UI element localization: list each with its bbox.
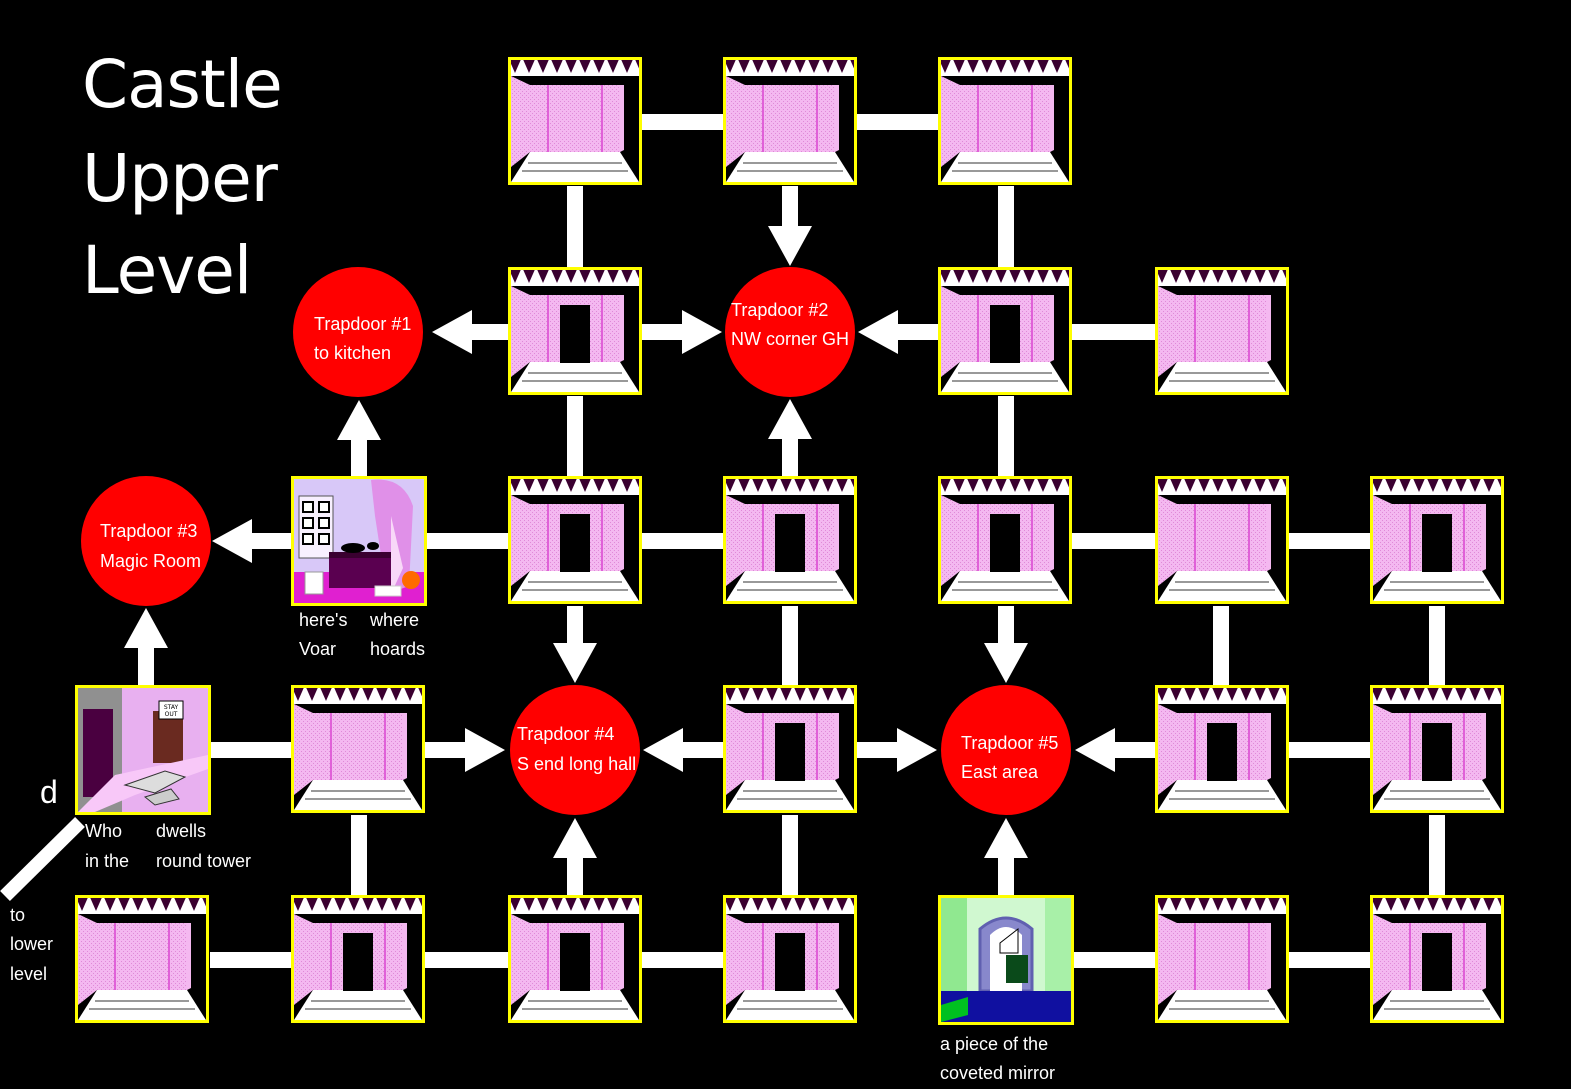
hallway-room	[722, 56, 858, 186]
connector-arrow	[553, 818, 597, 897]
trapdoor-2-line1: Trapdoor #2	[731, 300, 829, 320]
title-line-3: Level	[82, 232, 252, 309]
connector-arrow	[212, 519, 292, 563]
title-line-1: Castle	[82, 46, 283, 123]
hallway-room	[723, 685, 857, 813]
trapdoor-3-line2: Magic Room	[100, 551, 202, 571]
hallway-room	[508, 476, 642, 604]
hallway-room	[1370, 895, 1504, 1023]
hallway-room	[508, 895, 642, 1023]
hallway-room	[1154, 475, 1290, 605]
lower-level-caption-2: lower	[10, 934, 54, 954]
hallway-room	[1154, 266, 1290, 396]
hallway-room	[938, 476, 1072, 604]
trapdoor-3-disc	[81, 476, 211, 606]
connector-arrow	[337, 400, 381, 478]
connector-arrow	[855, 728, 937, 772]
hallway-room	[1370, 476, 1504, 604]
trapdoor-5-line2: East area	[961, 762, 1039, 782]
voar-caption-b1: where	[370, 610, 420, 630]
trapdoor-4-disc	[510, 685, 640, 815]
connector-arrow	[640, 310, 722, 354]
connector-arrow	[768, 399, 812, 478]
trapdoor-4-line2: S end long hall	[517, 754, 637, 774]
connector-arrow	[432, 310, 508, 354]
hallway-room	[1370, 685, 1504, 813]
trapdoor-3-line1: Trapdoor #3	[100, 521, 198, 541]
hallway-room	[723, 476, 857, 604]
hallway-room	[938, 267, 1072, 395]
connector-arrow	[425, 728, 505, 772]
trapdoor-2-line2: NW corner GH	[731, 329, 850, 349]
tower-caption-b1: dwells	[156, 821, 207, 841]
connector-arrow	[858, 310, 940, 354]
hallway-room	[291, 895, 425, 1023]
hallway-room	[1155, 685, 1289, 813]
voar-caption-b2: hoards	[370, 639, 426, 659]
stairs-to-lower-level	[0, 817, 85, 901]
hallway-room	[508, 267, 642, 395]
title-line-2: Upper	[82, 140, 278, 217]
connector-arrow	[984, 818, 1028, 897]
tower-caption-b2: round tower	[156, 851, 252, 871]
stairs-down-marker: d	[40, 774, 58, 810]
connector-arrow	[1075, 728, 1155, 772]
connector-arrow	[984, 606, 1028, 683]
lower-level-caption-1: to	[10, 905, 26, 925]
hallway-room	[74, 894, 210, 1024]
mirror-room	[938, 895, 1074, 1025]
trapdoor-1-line1: Trapdoor #1	[314, 314, 412, 334]
trapdoor-1-line2: to kitchen	[314, 343, 392, 363]
voar-caption-a2: Voar	[299, 639, 337, 659]
connector-arrow	[768, 186, 812, 266]
hallway-room	[937, 56, 1073, 186]
connectors	[124, 114, 1445, 968]
trapdoor-1-disc	[293, 267, 423, 397]
svg-text:STAY: STAY	[164, 704, 179, 711]
trapdoors	[81, 267, 1071, 815]
hallway-room	[507, 56, 643, 186]
tower-caption-a2: in the	[85, 851, 130, 871]
tower-caption-a1: Who	[85, 821, 123, 841]
voar-caption-a1: here's	[299, 610, 348, 630]
connector-arrow	[643, 728, 725, 772]
lower-level-caption-3: level	[10, 964, 48, 984]
connector-arrow	[124, 608, 168, 688]
mirror-caption-1: a piece of the	[940, 1034, 1049, 1054]
voar-hoard-room	[291, 476, 427, 606]
svg-text:OUT: OUT	[165, 711, 178, 718]
trapdoor-4-line1: Trapdoor #4	[517, 724, 615, 744]
trapdoor-2-disc	[725, 267, 855, 397]
mirror-caption-2: coveted mirror	[940, 1063, 1056, 1083]
hallway-room	[290, 684, 426, 814]
hallway-room	[723, 895, 857, 1023]
round-tower-room: STAY OUT	[75, 685, 211, 815]
connector-arrow	[553, 606, 597, 683]
trapdoor-5-line1: Trapdoor #5	[961, 733, 1059, 753]
trapdoor-5-disc	[941, 685, 1071, 815]
hallway-room	[1154, 894, 1290, 1024]
